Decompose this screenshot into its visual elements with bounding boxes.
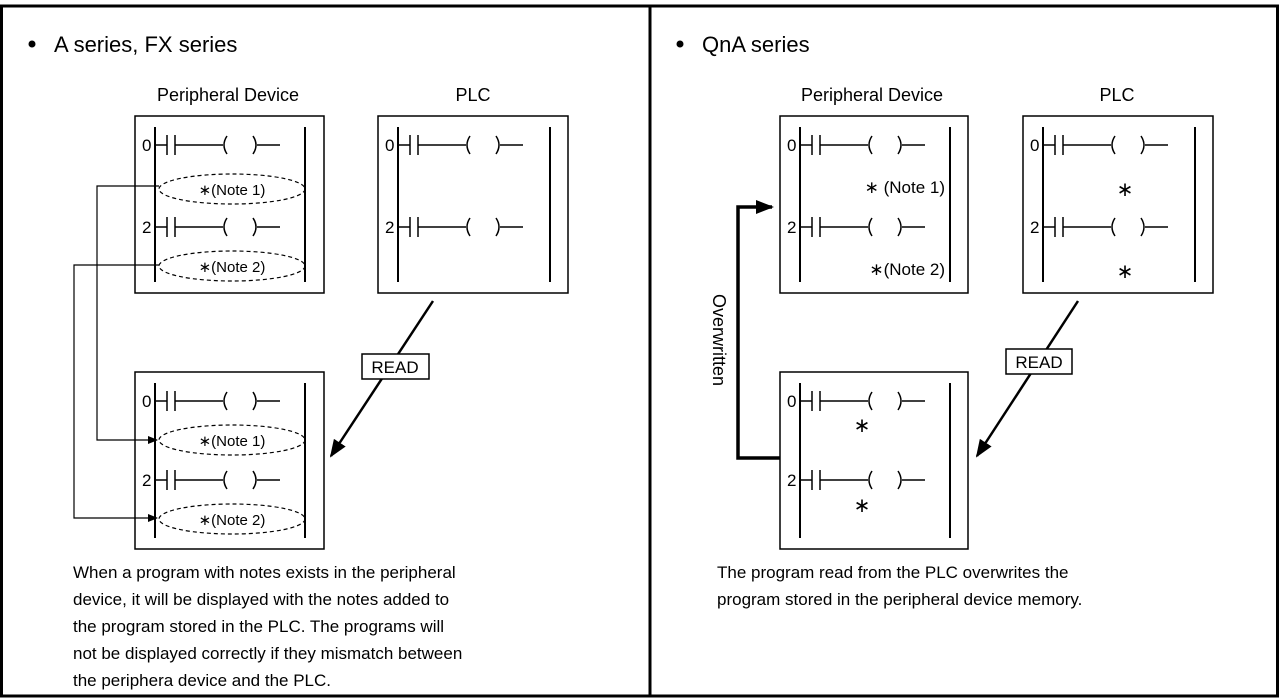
left-result-note2-label: ∗(Note 2) [199, 512, 266, 529]
left-description-line-4: not be displayed correctly if they misma… [73, 644, 462, 663]
left-result-note1-label: ∗(Note 1) [199, 433, 266, 450]
right-note1-label: ∗ (Note 1) [865, 178, 945, 197]
left-heading: A series, FX series [54, 32, 237, 57]
left-result-note1-ellipse [158, 424, 306, 456]
left-note1-label: ∗(Note 1) [199, 182, 266, 199]
left-plc-step-0: 0 [385, 136, 394, 155]
right-plc-box: 0 ∗ 2 ∗ [1022, 115, 1214, 294]
note2-transfer-arrow [73, 264, 159, 522]
right-result-asterisk-2: ∗ [854, 495, 871, 517]
right-read-box [1005, 348, 1073, 375]
left-description-line-3: the program stored in the PLC. The progr… [73, 617, 444, 636]
left-step-0: 0 [142, 136, 151, 155]
left-note1-ellipse [158, 173, 306, 205]
left-note2-ellipse [158, 250, 306, 282]
right-note2-label: ∗(Note 2) [869, 260, 945, 279]
right-read-arrow [975, 300, 1080, 458]
overwritten-label: Overwritten [709, 294, 729, 386]
left-result-box: 0 ∗(Note 1) 2 ∗(Note 2) [134, 371, 325, 550]
overwritten-arrow [736, 200, 780, 460]
right-peripheral-box: 0 ∗ (Note 1) 2 ∗(Note 2) [779, 115, 969, 294]
left-plc-box: 0 2 [377, 115, 569, 294]
right-description-line-1: The program read from the PLC overwrites… [717, 563, 1068, 582]
right-plc-step-2: 2 [1030, 218, 1039, 237]
left-result-step-2: 2 [142, 471, 151, 490]
left-panel: A series, FX series Peripheral Device PL… [28, 32, 569, 690]
right-description: The program read from the PLC overwrites… [717, 563, 1082, 609]
right-result-asterisk-1: ∗ [854, 415, 871, 437]
right-result-step-2: 2 [787, 471, 796, 490]
right-result-box: 0 ∗ 2 ∗ [779, 371, 969, 550]
left-result-note2-ellipse [158, 503, 306, 535]
left-description-line-1: When a program with notes exists in the … [73, 563, 456, 582]
right-bullet [676, 40, 684, 48]
right-peripheral-label: Peripheral Device [801, 85, 943, 105]
left-read-label: READ [371, 358, 418, 377]
left-description-line-5: the periphera device and the PLC. [73, 671, 331, 690]
right-plc-label: PLC [1099, 85, 1134, 105]
left-note2-label: ∗(Note 2) [199, 259, 266, 276]
right-panel: QnA series Peripheral Device PLC 0 ∗ (No… [676, 32, 1214, 609]
right-plc-asterisk-1: ∗ [1117, 179, 1134, 201]
right-step-2: 2 [787, 218, 796, 237]
right-plc-asterisk-2: ∗ [1117, 261, 1134, 283]
left-read-box [361, 353, 430, 380]
left-bullet [28, 40, 36, 48]
right-result-step-0: 0 [787, 392, 796, 411]
left-peripheral-label: Peripheral Device [157, 85, 299, 105]
left-description: When a program with notes exists in the … [73, 563, 462, 690]
left-step-2: 2 [142, 218, 151, 237]
right-plc-step-0: 0 [1030, 136, 1039, 155]
left-plc-step-2: 2 [385, 218, 394, 237]
outer-border [0, 4, 1279, 698]
left-result-step-0: 0 [142, 392, 151, 411]
note1-transfer-arrow [96, 185, 159, 444]
left-plc-label: PLC [455, 85, 490, 105]
left-description-line-2: device, it will be displayed with the no… [73, 590, 449, 609]
left-peripheral-box: 0 ∗(Note 1) 2 ∗(Note 2) [134, 115, 325, 294]
right-description-line-2: program stored in the peripheral device … [717, 590, 1082, 609]
right-heading: QnA series [702, 32, 810, 57]
right-read-label: READ [1015, 353, 1062, 372]
right-step-0: 0 [787, 136, 796, 155]
